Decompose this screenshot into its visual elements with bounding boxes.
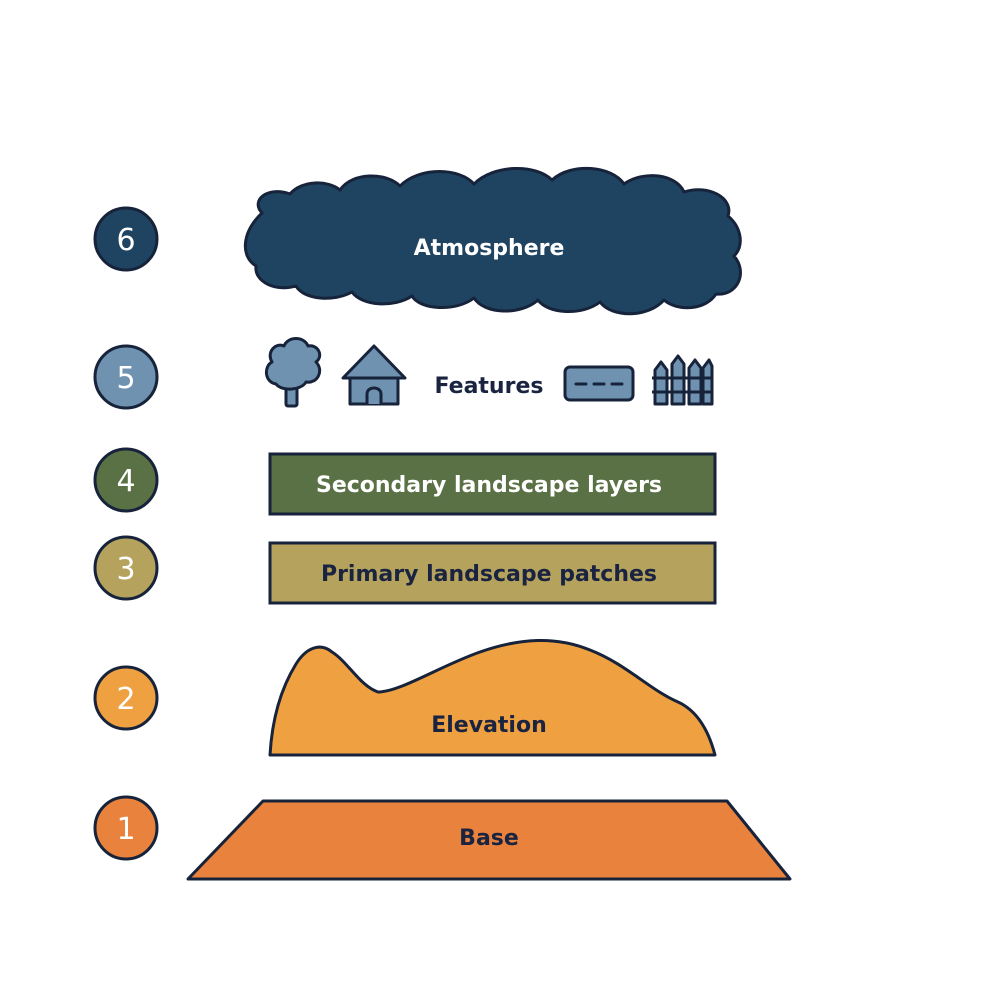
secondary-landscape-bar: Secondary landscape layers — [268, 452, 717, 516]
layer-number-6-text: 6 — [116, 223, 135, 258]
house-icon — [341, 344, 407, 406]
layer-number-1: 1 — [93, 795, 159, 861]
elevation-label: Elevation — [431, 713, 547, 738]
layer-number-6: 6 — [93, 206, 159, 272]
layer-number-1-text: 1 — [116, 812, 135, 847]
layer-number-5: 5 — [93, 344, 159, 410]
fence-icon — [652, 354, 714, 406]
primary-landscape-label: Primary landscape patches — [321, 562, 657, 587]
features-row: Features — [265, 337, 714, 408]
primary-landscape-bar: Primary landscape patches — [268, 541, 717, 605]
road-icon — [563, 365, 635, 402]
secondary-landscape-label: Secondary landscape layers — [316, 473, 662, 498]
layer-number-4-text: 4 — [116, 464, 135, 499]
layer-number-3: 3 — [93, 535, 159, 601]
tree-icon — [265, 337, 322, 408]
layer-number-5-text: 5 — [116, 361, 135, 396]
elevation-shape: Elevation — [268, 638, 717, 757]
base-shape: Base — [186, 799, 792, 881]
features-label: Features — [435, 374, 544, 399]
atmosphere-cloud: Atmosphere — [243, 166, 742, 316]
layer-number-4: 4 — [93, 447, 159, 513]
base-label: Base — [459, 826, 519, 851]
layer-number-3-text: 3 — [116, 552, 135, 587]
layer-number-2-text: 2 — [116, 682, 135, 717]
atmosphere-label: Atmosphere — [414, 236, 565, 261]
layer-number-2: 2 — [93, 665, 159, 731]
